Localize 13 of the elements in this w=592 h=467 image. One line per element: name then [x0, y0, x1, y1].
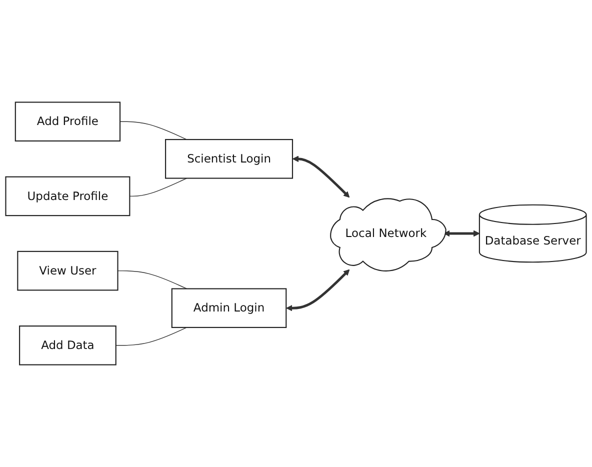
connector	[116, 327, 188, 346]
arrow	[444, 230, 480, 237]
node-box: Add Profile	[14, 102, 121, 142]
arrow	[292, 156, 350, 198]
connector	[117, 270, 188, 290]
arrow	[286, 269, 350, 312]
node-box: Update Profile	[5, 176, 130, 216]
connector	[120, 121, 188, 140]
connector	[129, 178, 188, 197]
node-box: Scientist Login	[165, 139, 294, 179]
node-box: Add Data	[19, 326, 116, 366]
node-box: View User	[17, 250, 118, 291]
node-box: Admin Login	[171, 288, 287, 328]
